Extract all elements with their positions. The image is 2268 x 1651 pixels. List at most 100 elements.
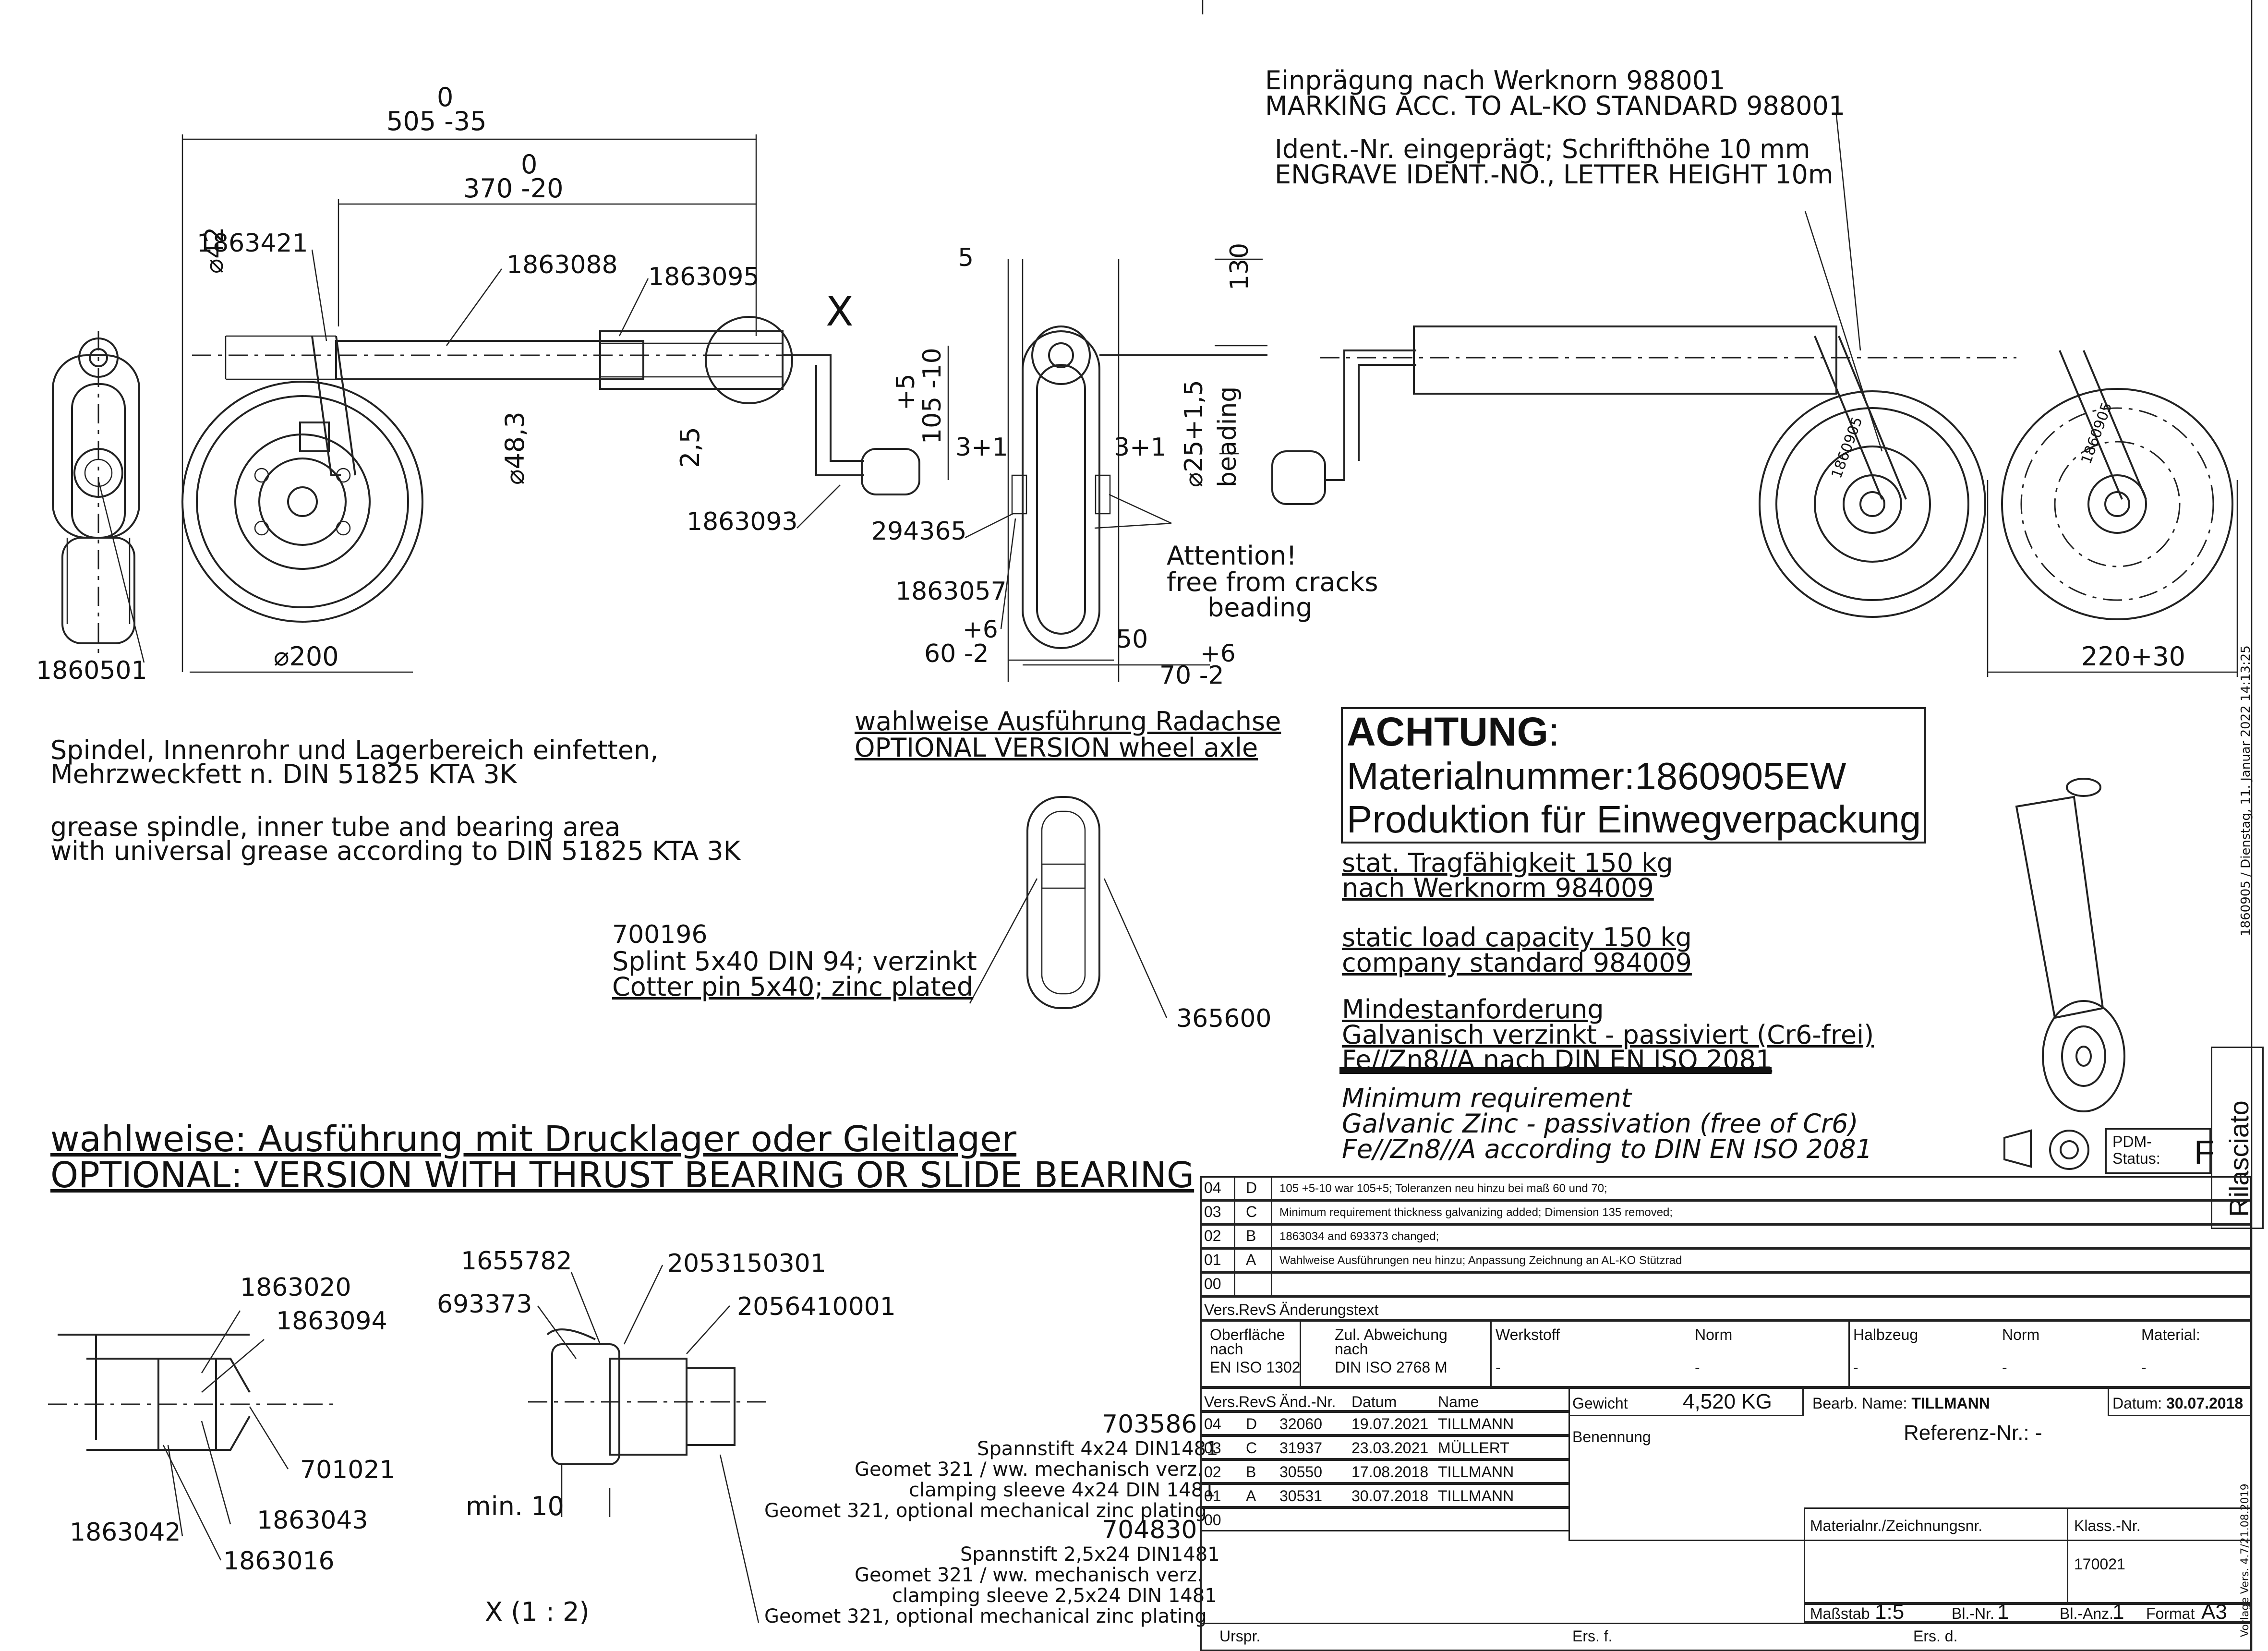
revision-rev: B [1246,1227,1256,1244]
date-cell [2108,1387,2252,1416]
norm2-label: Norm [2002,1326,2040,1343]
note-optional-bearing-de: wahlweise: Ausführung mit Drucklager ode… [50,1119,1017,1160]
dim-2-5: 2,5 [675,427,705,468]
pdm-label-2: Status: [2112,1150,2160,1167]
spec-703586-1: Spannstift 4x24 DIN1481 [977,1438,1218,1460]
class-number-value: 170021 [2074,1555,2125,1573]
dim-d200: ⌀200 [274,641,339,672]
revision-version: 00 [1204,1275,1221,1292]
history-date: 17.08.2018 [1351,1463,1429,1481]
part-2053150301: 2053150301 [667,1249,826,1278]
editor-label: Bearb. Name: TILLMANN [1812,1395,1990,1412]
note-splint-1: Splint 5x40 DIN 94; verzinkt [612,946,977,976]
history-version: 03 [1204,1439,1221,1457]
designation-cell [1568,1387,2252,1541]
surface-label-2: nach [1210,1340,1243,1358]
rev-hdr-aend: Änderungstext [1279,1301,1379,1318]
achtung-line1: Materialnummer:1860905EW [1347,755,1846,797]
pdm-value: F [2194,1133,2215,1171]
history-version: 04 [1204,1415,1221,1433]
achtung-title-text: ACHTUNG [1347,709,1548,754]
rev-hdr-vers: Vers. [1204,1301,1239,1318]
dim-3-1-right: 3+1 [1114,433,1167,462]
dim-3-1-left: 3+1 [955,433,1008,462]
achtung-colon: : [1548,709,1560,754]
revision-text: Minimum requirement thickness galvanizin… [1279,1206,1673,1219]
dim-min10: min. 10 [466,1491,564,1521]
note-min-en-3: Fe//Zn8//A according to DIN EN ISO 2081 [1342,1134,1872,1164]
revision-text: Wahlweise Ausführungen neu hinzu; Anpass… [1279,1254,1682,1267]
release-stamp [2211,1047,2264,1229]
history-change-number: 31937 [1279,1439,1322,1457]
main-view [181,134,920,673]
dim-220: 220+30 [2081,641,2186,672]
dim-105-upper: +5 [892,374,920,410]
revision-col-sep [1234,1272,1272,1296]
detail-x-scale: X (1 : 2) [485,1597,590,1627]
class-number-cell [2067,1507,2252,1603]
scale-value: 1:5 [1875,1600,1905,1624]
tolerance-label: Zul. Abweichung [1335,1326,1448,1343]
material-label: Werkstoff [1496,1326,1560,1343]
part-1863020: 1863020 [240,1273,351,1302]
achtung-box [1341,707,1926,844]
part-1863094: 1863094 [276,1307,387,1336]
note-attention-2: free from cracks [1167,567,1378,597]
part-1863043: 1863043 [257,1506,368,1535]
date-label-text: Datum: [2112,1395,2162,1412]
material-code-label: Material: [2141,1326,2200,1343]
revision-col-sep [1234,1176,1272,1200]
revision-col-sep [1234,1200,1272,1224]
date-label: Datum: 30.07.2018 [2112,1395,2243,1412]
revision-text: 105 +5-10 war 105+5; Toleranzen neu hinz… [1279,1182,1607,1195]
revision-row [1200,1176,2252,1200]
part-1863421: 1863421 [197,229,308,258]
dim-505: 505 -35 [386,106,487,136]
revision-version: 03 [1204,1203,1221,1220]
hist-hdr-revs: RevS [1239,1393,1277,1410]
part-1863088: 1863088 [507,251,618,279]
dim-505-upper: 0 [437,82,454,112]
history-rev: D [1246,1415,1257,1433]
side-timestamp: 1860905 / Dienstag, 11. Januar 2022 14:1… [2239,645,2253,936]
dim-d25: ⌀25+1,5 [1180,380,1208,487]
part-1863095: 1863095 [648,263,760,291]
dim-5: 5 [958,243,974,272]
drawing-number-label: Materialnr./Zeichnungsnr. [1810,1517,1983,1534]
hist-hdr-name: Name [1438,1393,1479,1410]
part-294365: 294365 [871,517,967,546]
note-load-de-1: stat. Tragfähigkeit 150 kg [1342,848,1673,878]
note-ident-en: ENGRAVE IDENT.-NO., LETTER HEIGHT 10m [1275,159,1834,190]
part-704830: 704830 [1102,1516,1197,1544]
detail-slide-bearing [528,1265,768,1623]
history-version: 02 [1204,1463,1221,1481]
note-load-de-2: nach Werknorm 984009 [1342,873,1654,903]
hist-hdr-datum: Datum [1351,1393,1397,1410]
revision-row [1200,1224,2252,1248]
dim-d48: ⌀48,3 [500,411,530,485]
history-name: TILLMANN [1438,1487,1514,1505]
note-grease-de-2: Mehrzweckfett n. DIN 51825 KTA 3K [50,759,517,789]
part-1860501: 1860501 [36,656,147,685]
note-grease-en-2: with universal grease according to DIN 5… [50,836,741,866]
wheel-axle-view [969,796,1168,1018]
rev-hdr-revs: RevS [1239,1301,1277,1318]
history-rev: A [1246,1487,1256,1505]
revision-rev: D [1246,1179,1257,1196]
note-optional-axle-de: wahlweise Ausführung Radachse [855,706,1281,736]
history-date: 23.03.2021 [1351,1439,1429,1457]
note-optional-axle-en: OPTIONAL VERSION wheel axle [855,733,1258,763]
part-1863042: 1863042 [70,1518,181,1547]
pdm-status-box [2105,1128,2211,1174]
hist-hdr-aend: Änd.-Nr. [1279,1393,1336,1410]
editor-label-text: Bearb. Name: [1812,1395,1907,1412]
achtung-title: ACHTUNG: [1347,711,1559,753]
spec-703586-2: Geomet 321 / ww. mechanisch verz. [855,1458,1203,1481]
history-rev: C [1246,1439,1257,1457]
part-693373: 693373 [437,1290,532,1319]
reference-number: Referenz-Nr.: - [1904,1421,2042,1445]
scale-row [1804,1603,2252,1623]
right-view [1320,115,2238,677]
part-1863093: 1863093 [687,507,798,536]
